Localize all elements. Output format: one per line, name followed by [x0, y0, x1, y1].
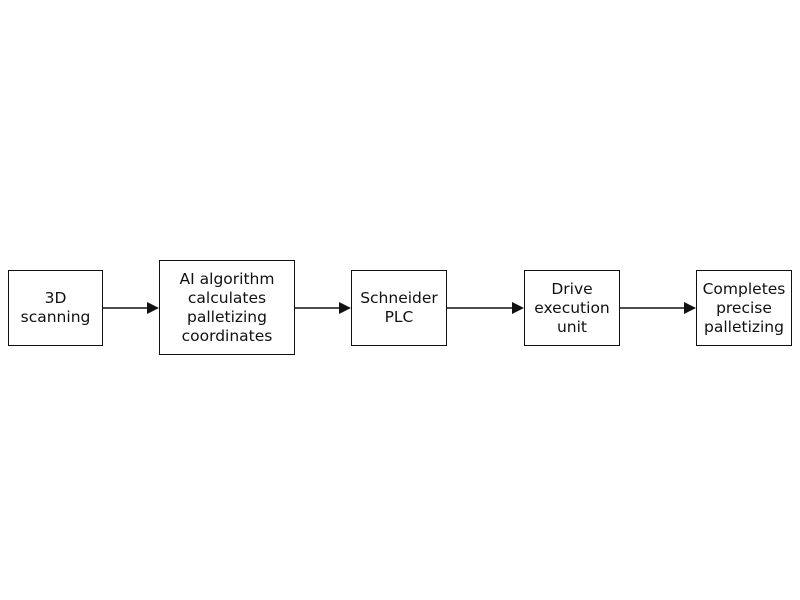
arrow-3-to-4: [447, 302, 524, 314]
arrow-4-to-5: [620, 302, 696, 314]
arrowhead-icon: [147, 302, 159, 314]
arrowhead-icon: [684, 302, 696, 314]
arrow-2-to-3: [295, 302, 351, 314]
arrow-1-to-2: [103, 302, 159, 314]
arrowhead-icon: [512, 302, 524, 314]
arrowhead-icon: [339, 302, 351, 314]
